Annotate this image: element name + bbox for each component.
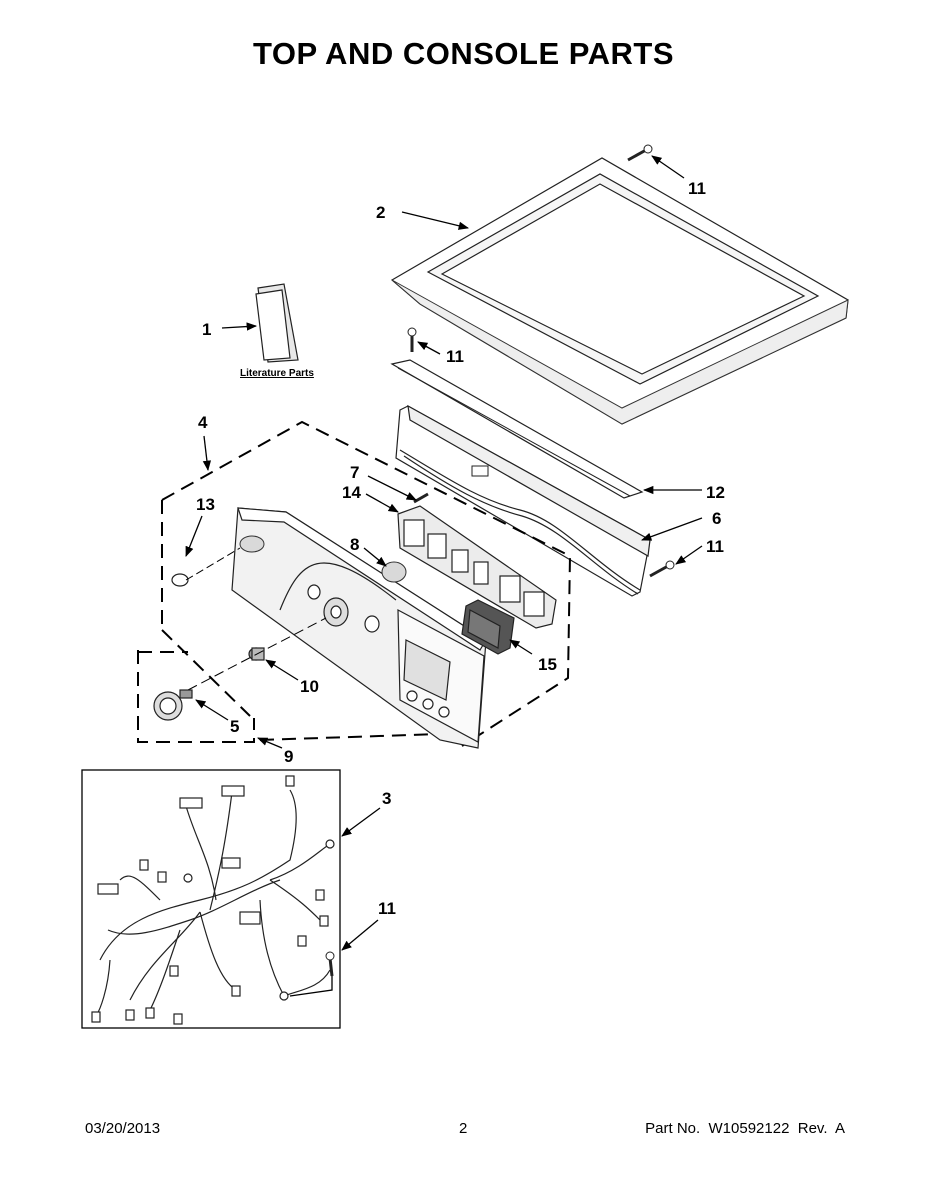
- callout-12: 12: [706, 483, 725, 502]
- lens-disc: [381, 561, 407, 583]
- callout-11: 11: [378, 899, 396, 918]
- callout-14: 14: [342, 483, 361, 502]
- harness-frame: [81, 769, 341, 1029]
- screw-icon: [325, 951, 335, 977]
- literature-label: Literature Parts: [240, 368, 314, 379]
- callout-3: 3: [382, 789, 391, 808]
- footer-page-number: 2: [459, 1120, 468, 1137]
- screw-icon: [627, 144, 653, 162]
- screw-icon: [413, 492, 429, 504]
- callout-8: 8: [350, 535, 359, 554]
- footer-part-number: Part No. W10592122 Rev. A: [645, 1120, 845, 1137]
- knob-ring: [171, 573, 189, 587]
- console-rear-panel: [395, 404, 651, 597]
- callout-10: 10: [300, 677, 319, 696]
- callout-2: 2: [376, 203, 385, 222]
- callout-9: 9: [284, 747, 293, 766]
- top-panel: [390, 157, 849, 425]
- screw-icon: [649, 560, 675, 578]
- knob-kit-boundary: [137, 650, 255, 743]
- console-kit-boundary: [161, 420, 572, 747]
- callout-13: 13: [196, 495, 215, 514]
- wiring-harness: [91, 775, 335, 1025]
- literature-booklet: [255, 283, 299, 363]
- callout-1: 1: [202, 320, 211, 339]
- callout-5: 5: [230, 717, 239, 736]
- callout-6: 6: [712, 509, 721, 528]
- callout-7: 7: [350, 463, 359, 482]
- page-title: TOP AND CONSOLE PARTS: [252, 36, 674, 71]
- callout-11: 11: [446, 347, 464, 366]
- footer-date: 03/20/2013: [85, 1120, 161, 1137]
- callout-4: 4: [198, 413, 208, 432]
- callout-11: 11: [706, 537, 724, 556]
- callout-15: 15: [538, 655, 557, 674]
- console-front-panel: [231, 507, 487, 749]
- console-bracket: [390, 359, 644, 499]
- control-knob: [153, 689, 193, 721]
- callout-11: 11: [688, 179, 706, 198]
- control-board: [397, 505, 557, 629]
- screw-icon: [407, 327, 417, 352]
